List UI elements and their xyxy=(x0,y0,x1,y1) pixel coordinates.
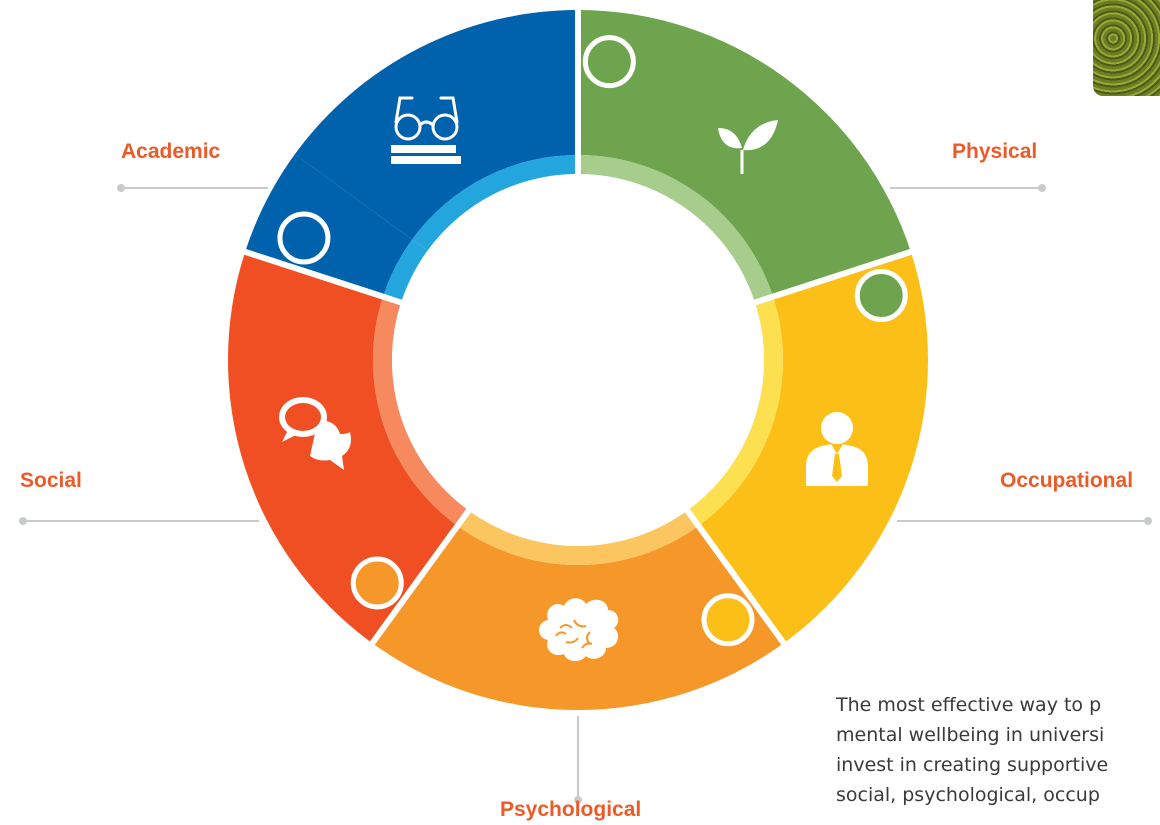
label-physical: Physical xyxy=(952,140,1038,163)
description-paragraph: The most effective way to p mental wellb… xyxy=(836,690,1160,810)
puzzle-seam xyxy=(368,506,473,647)
speech-bubbles-icon xyxy=(279,397,351,470)
puzzle-seams xyxy=(242,8,914,647)
paragraph-line: The most effective way to p xyxy=(836,694,1102,716)
puzzle-tab xyxy=(277,211,331,265)
puzzle-seam xyxy=(751,248,914,307)
label-psychological: Psychological xyxy=(500,798,642,821)
segment-occupational xyxy=(698,251,928,644)
glasses-on-books-icon xyxy=(391,96,461,164)
inner-ring xyxy=(373,155,783,566)
inner-band-physical xyxy=(578,155,773,303)
brain-icon xyxy=(539,598,619,662)
segment-academic xyxy=(245,154,413,297)
center-hole xyxy=(392,174,764,546)
label-social: Social xyxy=(20,469,82,492)
sprout-icon xyxy=(718,120,778,174)
puzzle-tab xyxy=(701,593,755,647)
puzzle-seam xyxy=(242,248,405,307)
puzzle-tab xyxy=(854,269,908,323)
paragraph-line: mental wellbeing in universi xyxy=(836,724,1105,746)
businessman-icon xyxy=(806,412,868,486)
paragraph-line: social, psychological, occup xyxy=(836,784,1100,806)
connector-social xyxy=(19,517,259,525)
puzzle-tab xyxy=(582,35,636,89)
inner-band-psychological xyxy=(457,510,699,566)
inner-band-social xyxy=(373,296,469,526)
inner-band-occupational xyxy=(687,296,783,526)
label-occupational: Occupational xyxy=(1000,469,1134,492)
foliage-photo xyxy=(1093,0,1160,96)
label-academic: Academic xyxy=(121,140,221,163)
paragraph-line: invest in creating supportive xyxy=(836,754,1109,776)
connector-psychological xyxy=(574,716,582,804)
connector-physical xyxy=(890,184,1046,192)
inner-band-academic xyxy=(412,155,578,251)
segment-physical xyxy=(578,10,911,297)
puzzle-seam xyxy=(683,506,788,647)
segment-academic xyxy=(294,10,578,240)
connector-academic xyxy=(117,184,268,192)
connector-occupational xyxy=(897,517,1152,525)
inner-band-academic xyxy=(383,239,428,303)
puzzle-tab xyxy=(350,556,404,610)
